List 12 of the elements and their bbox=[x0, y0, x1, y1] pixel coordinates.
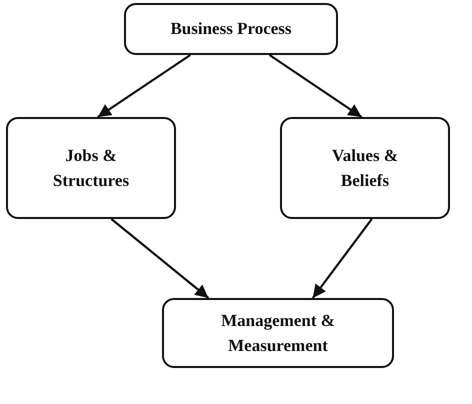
arrow bbox=[312, 218, 373, 299]
arrow bbox=[110, 218, 210, 299]
process-box bbox=[280, 117, 450, 219]
process-box bbox=[162, 298, 394, 368]
node-label: Management & Measurement bbox=[220, 310, 336, 357]
arrow bbox=[268, 54, 362, 118]
node-label: Jobs & Structures bbox=[52, 144, 130, 192]
node-label: Values & Beliefs bbox=[331, 144, 399, 192]
node-label: Business Process bbox=[169, 18, 293, 40]
arrow bbox=[97, 54, 191, 118]
process-box bbox=[124, 3, 338, 55]
process-box bbox=[6, 117, 176, 219]
